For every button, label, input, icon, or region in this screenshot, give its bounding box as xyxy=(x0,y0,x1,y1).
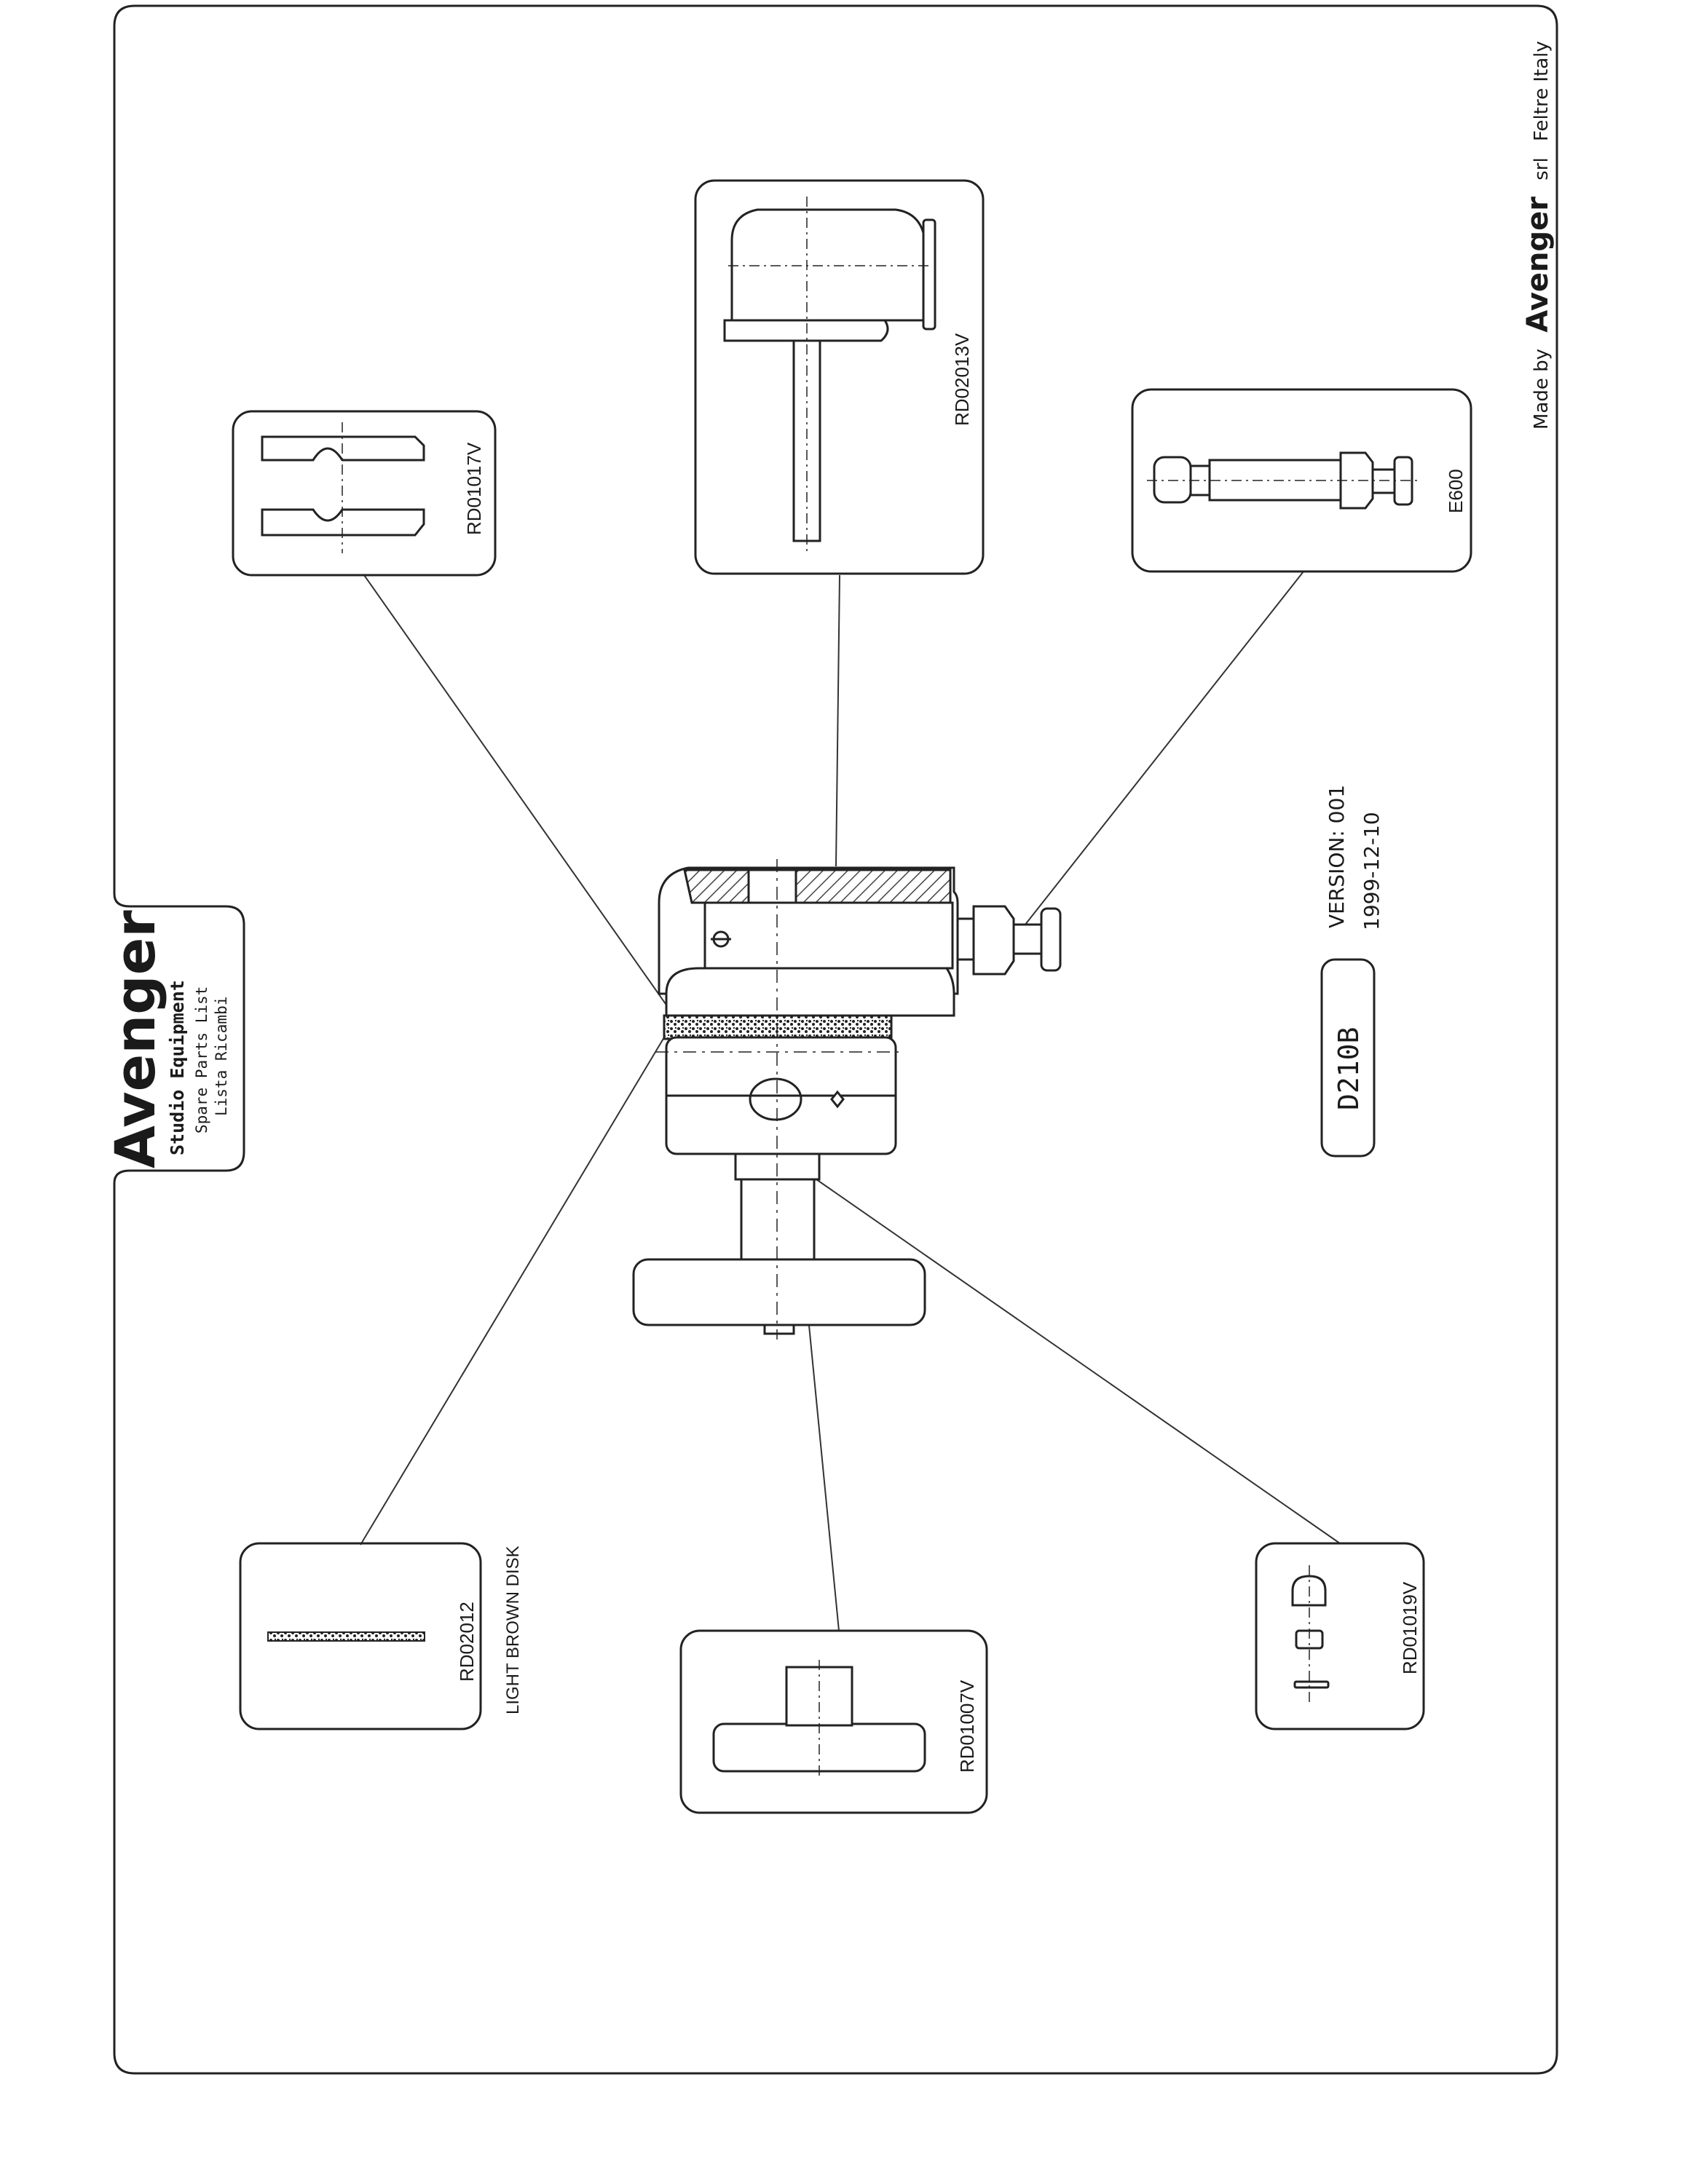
header-line-2: Lista Ricambi xyxy=(213,997,230,1116)
part-code-rd01019v: RD01019V xyxy=(1399,1581,1421,1674)
part-code-rd02012: RD02012 xyxy=(456,1602,478,1682)
part-description-rd02012: LIGHT BROWN DISK xyxy=(503,1546,523,1714)
part-code-e600: E600 xyxy=(1445,469,1467,513)
part-box-rd01019v: RD01019V xyxy=(1255,1542,1425,1730)
part-code-rd01007v: RD01007V xyxy=(956,1679,978,1773)
part-box-rd01007v: RD01007V xyxy=(679,1629,988,1814)
part-box-e600: E600 xyxy=(1131,388,1472,573)
page-frame xyxy=(113,4,1558,2075)
model-code-box xyxy=(1320,958,1376,1158)
version-label: VERSION: 001 xyxy=(1325,785,1349,928)
header-subtitle: Studio Equipment xyxy=(167,980,188,1155)
version-date: 1999-12-10 xyxy=(1360,812,1384,930)
footer-credit: Made by Avenger srl Feltre Italy xyxy=(1521,41,1555,430)
part-box-rd01017v: RD01017V xyxy=(232,410,497,577)
footer-location: Feltre Italy xyxy=(1531,41,1553,141)
part-box-rd02013v: RD02013V xyxy=(694,179,985,575)
svg-text:Made by Avenger sr: Made by Avenger srl Feltre Italy xyxy=(1521,41,1555,430)
header-line-1: Spare Parts List xyxy=(193,986,210,1133)
brand-logo: Avenger xyxy=(103,910,167,1168)
part-code-rd02013v: RD02013V xyxy=(951,333,973,426)
footer-made-by: Made by xyxy=(1531,349,1553,430)
model-code: D210B xyxy=(1333,1027,1365,1110)
header-block: Avenger Studio Equipment Spare Parts Lis… xyxy=(103,910,230,1168)
part-code-rd01017v: RD01017V xyxy=(463,442,485,535)
footer-srl: srl xyxy=(1531,157,1553,180)
part-box-rd02012: RD02012 LIGHT BROWN DISK xyxy=(239,1542,523,1730)
main-assembly-drawing xyxy=(632,859,1062,1340)
footer-brand: Avenger xyxy=(1521,197,1555,333)
